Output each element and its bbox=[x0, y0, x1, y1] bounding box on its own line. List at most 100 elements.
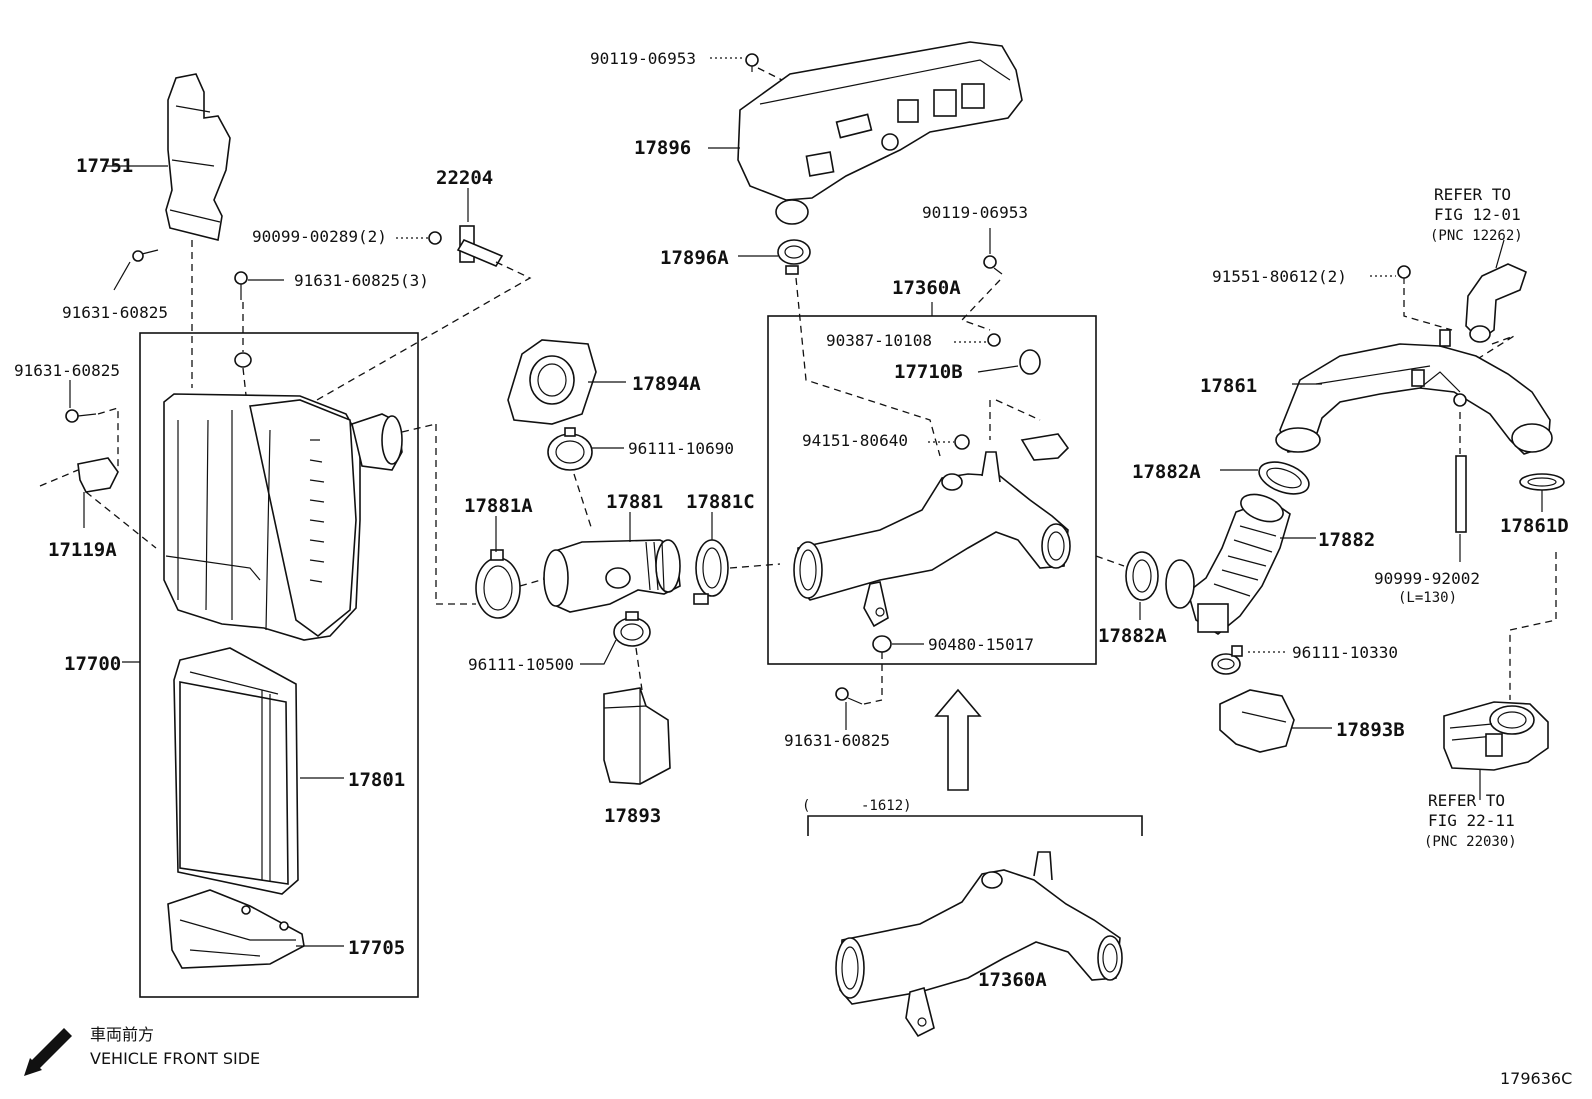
label-17894A: 17894A bbox=[632, 373, 701, 395]
dash-resonator-pipe bbox=[795, 277, 941, 457]
leader-17710B bbox=[977, 365, 1019, 373]
leader-ref1 bbox=[1495, 239, 1505, 269]
air-cleaner-assembly-box bbox=[139, 332, 419, 998]
label-91631-60825-c: 91631-60825 bbox=[784, 731, 890, 750]
clamp-17881A[interactable] bbox=[475, 549, 521, 619]
air-cleaner-group bbox=[39, 73, 532, 998]
duct-17893[interactable] bbox=[603, 687, 671, 785]
label-17893B: 17893B bbox=[1336, 719, 1405, 741]
label-17751: 17751 bbox=[76, 155, 133, 177]
lower-case-17705[interactable] bbox=[167, 889, 305, 969]
throttle-inlet-group bbox=[1095, 239, 1565, 800]
figure-id: 179636C bbox=[1500, 1069, 1572, 1088]
label-ref2-line1: REFER TO bbox=[1428, 791, 1505, 810]
duct-17893B[interactable] bbox=[1219, 689, 1295, 753]
clamp-17881C[interactable] bbox=[693, 539, 729, 605]
inlet-hose-group bbox=[475, 339, 781, 785]
label-17881: 17881 bbox=[606, 491, 663, 513]
dash-sensor-case bbox=[309, 261, 532, 405]
hose-17882[interactable] bbox=[1165, 489, 1291, 635]
label-17882: 17882 bbox=[1318, 529, 1375, 551]
dash-91551 bbox=[1403, 288, 1453, 331]
label-17881C: 17881C bbox=[686, 491, 755, 513]
pipe-17360A-variant[interactable] bbox=[835, 851, 1123, 1038]
dash-bolt-c bbox=[863, 699, 883, 705]
label-17710B: 17710B bbox=[894, 361, 963, 383]
nut-94151-80640[interactable] bbox=[954, 434, 970, 450]
clamp-96111-10690[interactable] bbox=[547, 427, 593, 471]
label-direction-jp: 車両前方 bbox=[90, 1025, 154, 1044]
filter-element-17801[interactable] bbox=[173, 647, 299, 895]
label-90999-92002: 90999-92002 bbox=[1374, 569, 1480, 588]
label-17360A-top: 17360A bbox=[892, 277, 961, 299]
resonator-17896[interactable] bbox=[737, 41, 1023, 225]
bolt-91631-60825-3[interactable] bbox=[234, 271, 248, 300]
label-17882A-b: 17882A bbox=[1098, 625, 1167, 647]
label-17861: 17861 bbox=[1200, 375, 1257, 397]
resonator-group bbox=[708, 41, 1023, 457]
label-ref1-line2: FIG 12-01 bbox=[1434, 205, 1521, 224]
bolt-91631-60825-b[interactable] bbox=[65, 409, 97, 423]
dash-bracket-case bbox=[39, 469, 157, 549]
clamp-17861D[interactable] bbox=[1519, 473, 1565, 491]
dash-clamp-hose bbox=[573, 473, 593, 531]
bracket-clip[interactable] bbox=[1020, 433, 1070, 461]
nut-90480-15017[interactable] bbox=[872, 635, 892, 653]
label-90099-00289: 90099-00289(2) bbox=[252, 227, 387, 246]
dash-17881C-pipe bbox=[729, 563, 781, 569]
bolt-90119-06953-a[interactable] bbox=[745, 53, 759, 72]
bolt-91551-80612[interactable] bbox=[1397, 265, 1411, 284]
label-90119-06953-a: 90119-06953 bbox=[590, 49, 696, 68]
label-17881A: 17881A bbox=[464, 495, 533, 517]
dash-clip bbox=[989, 399, 1041, 440]
label-91551-80612: 91551-80612(2) bbox=[1212, 267, 1347, 286]
label-96111-10500: 96111-10500 bbox=[468, 655, 574, 674]
bolt-91631-60825-c[interactable] bbox=[835, 687, 863, 705]
air-cleaner-case[interactable] bbox=[163, 393, 403, 641]
leader-91631-a bbox=[113, 261, 131, 291]
airflow-sensor-22204[interactable] bbox=[456, 225, 504, 268]
variant-bracket bbox=[807, 815, 1143, 836]
dash-pipe-clamp-b bbox=[1095, 555, 1125, 567]
pipe-17360A[interactable] bbox=[793, 451, 1071, 628]
label-90480-15017: 90480-15017 bbox=[928, 635, 1034, 654]
bolt-90387-10108[interactable] bbox=[987, 333, 1001, 347]
duct-17894A[interactable] bbox=[507, 339, 597, 425]
label-17893: 17893 bbox=[604, 805, 661, 827]
dash-outlet-clamp bbox=[435, 424, 476, 605]
grommet bbox=[234, 352, 252, 368]
label-17705: 17705 bbox=[348, 937, 405, 959]
pipe-17861[interactable] bbox=[1275, 329, 1553, 455]
bolt-90119-06953-b[interactable] bbox=[983, 255, 1003, 275]
hose-ref-12262[interactable] bbox=[1465, 263, 1527, 343]
labels: 17751 22204 90099-00289(2) 91631-60825 9… bbox=[14, 49, 1572, 1088]
hose-17881[interactable] bbox=[543, 539, 681, 613]
clamp-17882A-b[interactable] bbox=[1125, 551, 1159, 601]
front-direction-arrow-icon bbox=[24, 1028, 72, 1076]
screw-90099-00289[interactable] bbox=[428, 231, 442, 245]
clamp-17896A[interactable] bbox=[777, 239, 811, 275]
clamp-17882A-a[interactable] bbox=[1255, 456, 1313, 500]
clamp-96111-10330[interactable] bbox=[1211, 645, 1243, 675]
label-ref2-line2: FIG 22-11 bbox=[1428, 811, 1515, 830]
dash-17861D-throttle bbox=[1509, 552, 1557, 700]
pipe-17360A-group bbox=[767, 228, 1143, 1038]
throttle-body-ref-22030[interactable] bbox=[1443, 701, 1549, 771]
label-17360A-bottom: 17360A bbox=[978, 969, 1047, 991]
clamp-96111-10500[interactable] bbox=[613, 611, 651, 647]
inlet-duct-17751[interactable] bbox=[165, 73, 231, 241]
dash-bolt-b bbox=[960, 279, 1001, 331]
label-17700: 17700 bbox=[64, 653, 121, 675]
label-17896A: 17896A bbox=[660, 247, 729, 269]
bracket-17119A[interactable] bbox=[77, 457, 119, 493]
grommet-17710B[interactable] bbox=[1019, 349, 1041, 375]
hose-90999-92002[interactable] bbox=[1455, 455, 1467, 533]
dash-clamp-duct bbox=[635, 647, 643, 691]
label-91631-60825-b: 91631-60825 bbox=[14, 361, 120, 380]
label-96111-10690: 96111-10690 bbox=[628, 439, 734, 458]
label-90999-length: (L=130) bbox=[1398, 590, 1457, 606]
label-96111-10330: 96111-10330 bbox=[1292, 643, 1398, 662]
label-ref1-line1: REFER TO bbox=[1434, 185, 1511, 204]
bolt-91631-60825-a[interactable] bbox=[132, 249, 159, 262]
